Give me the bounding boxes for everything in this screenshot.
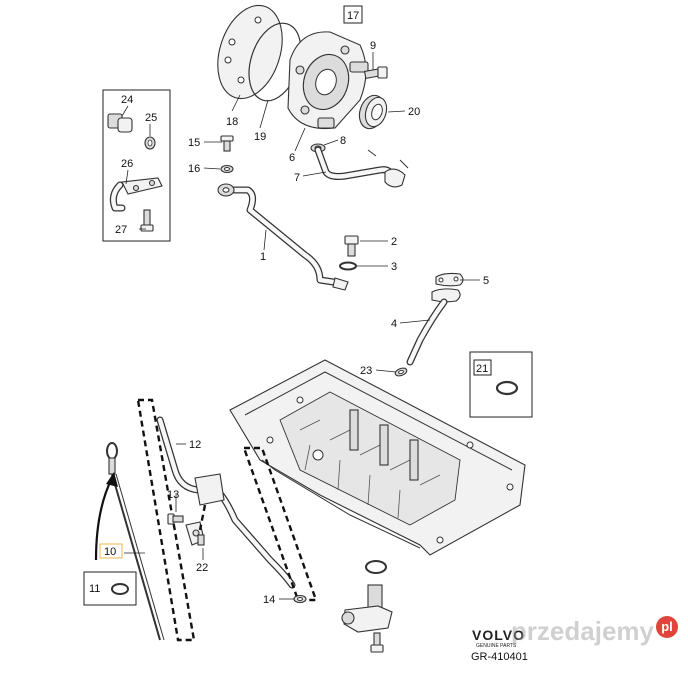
fitting-24 [107,113,133,133]
oil-level-sensor [341,584,393,653]
dipstick-tube-12 [156,416,296,589]
o-ring-3 [339,261,357,271]
callout-27: 27 [115,224,127,236]
dipstick-arrow-head [106,472,118,487]
callout-20: 20 [408,106,420,118]
inset-box-24-27 [102,89,171,242]
dipstick-10 [106,442,165,641]
callout-15: 15 [188,137,200,149]
oil-pipe-1 [217,183,349,291]
callout-7: 7 [294,172,300,184]
seal-20 [358,94,388,130]
callout-10: 10 [104,546,116,558]
callout-box-17 [343,5,363,24]
callout-21: 21 [476,363,488,375]
callout-5: 5 [483,275,489,287]
inset-box-21 [469,351,533,418]
inset-box-11 [83,571,137,606]
callout-18: 18 [226,116,238,128]
callout-8: 8 [340,135,346,147]
dipstick-dashed-guide [136,398,196,642]
callout-23: 23 [360,365,372,377]
callout-25: 25 [145,112,157,124]
callout-4: 4 [391,318,397,330]
callout-labels: 24 25 26 27 17 9 20 8 6 7 18 19 15 16 1 … [89,10,489,606]
callout-6: 6 [289,152,295,164]
callout-22: 22 [196,562,208,574]
bracket-26 [109,177,163,212]
callout-11: 11 [89,583,100,595]
bolt-27 [140,209,154,232]
callout-26: 26 [121,158,133,170]
o-ring-sensor [365,560,387,574]
callout-3: 3 [391,261,397,273]
callout-9: 9 [370,40,376,52]
tube-dashed-guide [242,446,318,602]
gasket-5 [435,272,464,287]
o-ring-11 [111,583,129,595]
bolt-2 [344,235,359,257]
callout-2: 2 [391,236,397,248]
watermark-text: przedajemy [510,616,654,646]
seal-ring-25 [144,136,156,150]
bolt-15 [220,135,234,152]
oil-pipe-4 [406,288,461,366]
callout-16: 16 [188,163,200,175]
callout-box-21 [473,359,492,376]
callout-19: 19 [254,131,266,143]
o-ring-21 [495,380,519,396]
o-ring-14 [293,594,307,604]
callout-leaders [121,52,480,600]
gasket-18 [217,4,283,100]
oil-pump-housing-6 [287,31,369,130]
callout-1: 1 [260,251,266,263]
bolt-13 [167,513,184,525]
callout-17: 17 [347,10,359,22]
callout-14: 14 [263,594,275,606]
bracket-dashed-guide [198,504,207,531]
bolt-9 [363,66,388,79]
callout-13: 13 [167,489,179,501]
diagram-reference: GR-410401 [471,651,528,663]
callout-12: 12 [189,439,201,451]
watermark-badge: pl [656,616,678,638]
callout-box-10 [99,543,123,559]
callout-24: 24 [121,94,133,106]
volvo-logo: VOLVO [472,627,525,643]
suction-pipe-7 [314,146,409,188]
volvo-logo-sub: GENUINE PARTS [476,643,517,649]
oil-sump [229,359,526,556]
o-ring-23 [394,367,408,377]
washer-16 [220,164,234,174]
